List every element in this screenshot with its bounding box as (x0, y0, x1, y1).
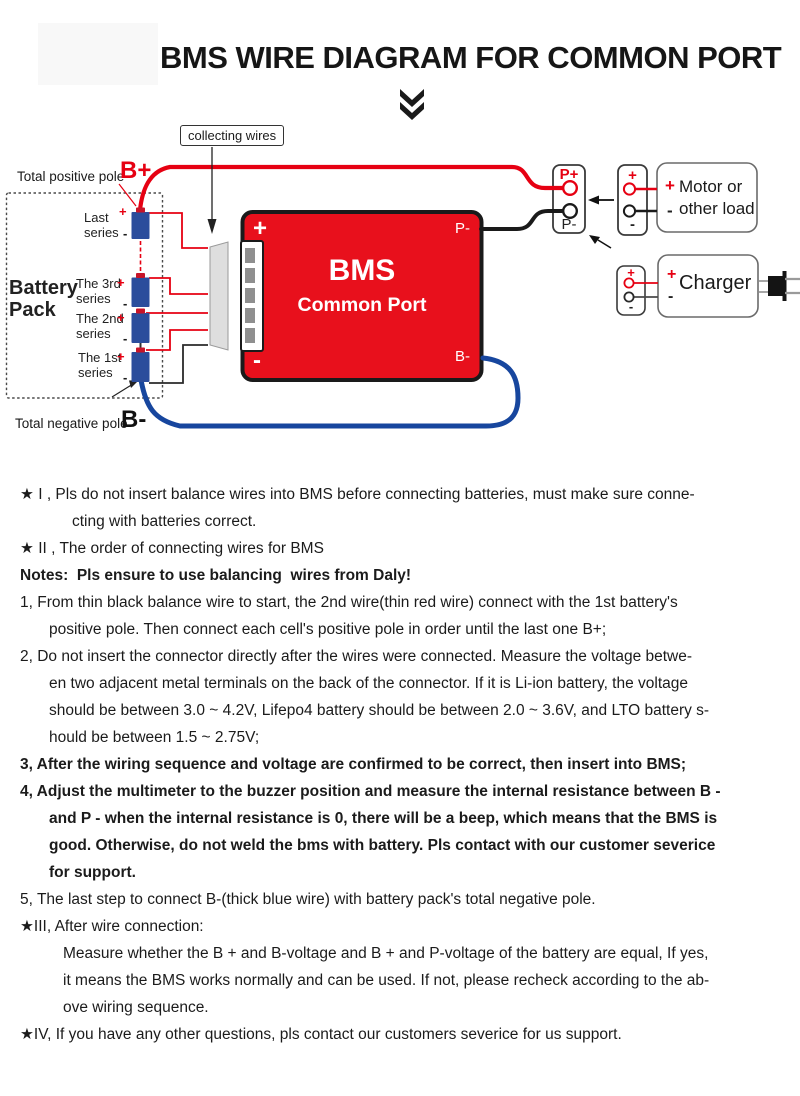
logo-placeholder (38, 23, 158, 85)
b-plus-wire (137, 164, 566, 213)
charger-connector-plus: + (627, 265, 635, 280)
note-line: Measure whether the B + and B-voltage an… (63, 945, 709, 962)
motor-plus-terminal (622, 182, 637, 196)
note-line: 1, From thin black balance wire to start… (20, 594, 678, 611)
total-negative-pole-label: Total negative pole (15, 416, 128, 431)
charger-minus-terminal (623, 291, 635, 303)
motor-minus-terminal (622, 204, 637, 218)
note-line: ★III, After wire connection: (20, 918, 204, 935)
motor-minus-sign: - (667, 201, 673, 220)
charger-minus-sign: - (668, 288, 674, 305)
balance-wire-black (149, 344, 208, 384)
charger-labels: + - Charger (658, 255, 758, 317)
note-line: en two adjacent metal terminals on the b… (49, 675, 689, 692)
b-minus-label: B- (121, 406, 147, 433)
motor-connector-minus: - (630, 216, 635, 233)
bms-title: BMS (328, 254, 396, 287)
page-title: BMS WIRE DIAGRAM FOR COMMON PORT (160, 40, 782, 75)
note-line: 2, Do not insert the connector directly … (20, 648, 693, 665)
note-line: it means the BMS works normally and can … (63, 972, 710, 989)
motor-box (656, 162, 758, 233)
note-line: cting with batteries correct. (72, 513, 257, 530)
motor-connector-plus: + (628, 167, 637, 184)
cell3-minus-sign: - (123, 331, 128, 346)
motor-load-labels: + - Motor or other load (657, 163, 757, 232)
note-line: 5, The last step to connect B-(thick blu… (20, 891, 596, 908)
note-line: good. Otherwise, do not weld the bms wit… (49, 837, 716, 854)
charger-connector-labels: + - (617, 265, 645, 315)
cell1-plus-sign: + (119, 204, 127, 219)
bms-p-minus-label: P- (455, 220, 470, 237)
battery-pack-outline (5, 192, 164, 399)
motor-plus-sign: + (665, 176, 675, 195)
note-line: and P - when the internal resistance is … (49, 810, 718, 827)
b-plus-pointer (118, 183, 137, 207)
bms-minus-sign: - (253, 347, 261, 374)
note-line: ove wiring sequence. (63, 999, 209, 1016)
note-line: 3, After the wiring sequence and voltage… (20, 756, 687, 773)
output-connector-box (552, 164, 586, 234)
cell4-plus-sign: + (117, 349, 125, 364)
p-plus-label: P+ (559, 166, 579, 183)
socket-pins (245, 248, 255, 343)
notes-section: ★ I , Pls do not insert balance wires in… (0, 481, 790, 1048)
b-plus-label: B+ (120, 157, 152, 184)
note-line: hould be between 1.5 ~ 2.75V; (49, 729, 260, 746)
battery-pack-label: Battery Pack (9, 277, 78, 321)
p-plus-terminal (562, 179, 579, 196)
p-minus-label: P- (561, 216, 577, 233)
collecting-wires-label: collecting wires (180, 125, 285, 146)
motor-connector-labels: + - (618, 165, 647, 235)
b-minus-wire (138, 355, 521, 429)
motor-label: Motor or other load (679, 177, 755, 218)
note-line: Notes: Pls ensure to use balancing wires… (20, 567, 412, 584)
note-line: for support. (49, 864, 136, 881)
note-line: ★ I , Pls do not insert balance wires in… (20, 486, 695, 503)
power-plug-icon (758, 271, 800, 301)
bms-labels: + - BMS Common Port P- B- (242, 212, 482, 380)
note-line: ★IV, If you have any other questions, pl… (20, 1026, 622, 1043)
charger-connector-box (616, 265, 646, 316)
cell2-plus-sign: + (117, 275, 125, 290)
note-line: should be between 3.0 ~ 4.2V, Lifepo4 ba… (49, 702, 710, 719)
cell2-minus-sign: - (123, 296, 128, 311)
charger-plus-terminal (623, 277, 635, 289)
charger-arrowhead (589, 235, 600, 244)
cell1-minus-sign: - (123, 226, 128, 241)
output-connector-labels: P+ P- (553, 165, 585, 233)
charger-box (657, 254, 759, 318)
bms-b-minus-label: B- (455, 348, 470, 365)
battery-cells (131, 212, 150, 382)
note-line: ★ II , The order of connecting wires for… (20, 540, 324, 557)
cell4-minus-sign: - (123, 370, 128, 385)
charger-label: Charger (679, 272, 752, 294)
note-line: 4, Adjust the multimeter to the buzzer p… (20, 783, 721, 800)
collecting-wires-plug (209, 241, 229, 351)
motor-connector-box (617, 164, 648, 236)
note-line: positive pole. Then connect each cell's … (49, 621, 607, 638)
total-positive-pole-label: Total positive pole (17, 169, 125, 184)
charger-connector-minus: - (628, 299, 634, 314)
bms-subtitle: Common Port (297, 294, 427, 316)
charger-plus-sign: + (667, 266, 677, 283)
double-chevron-down-icon (400, 89, 424, 120)
b-minus-pointer (111, 383, 134, 398)
cell-terminals (136, 207, 145, 353)
motor-arrowhead (588, 195, 599, 205)
wiring-diagram-svg (5, 147, 800, 429)
p-minus-wire (479, 209, 564, 231)
p-minus-terminal (562, 202, 579, 219)
cell3-plus-sign: + (117, 310, 125, 325)
balance-wires-red (146, 212, 208, 351)
charger-arrow-line (597, 239, 612, 249)
collecting-wires-arrowhead (207, 219, 217, 234)
bms-plus-sign: + (253, 215, 268, 242)
